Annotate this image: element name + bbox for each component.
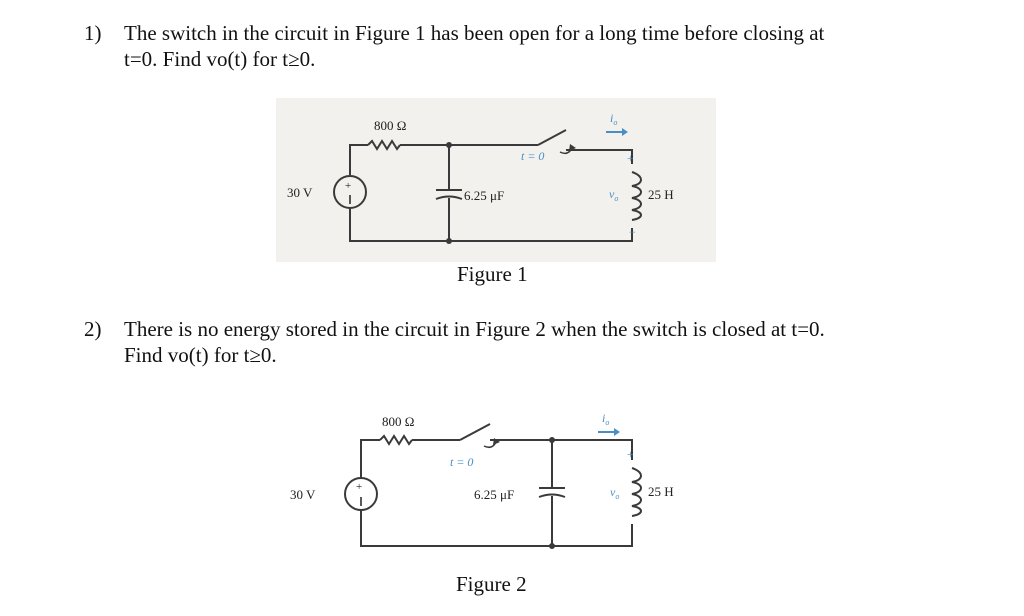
fig1-minus: − xyxy=(629,225,636,239)
svg-text:vo: vo xyxy=(610,485,619,501)
fig1-current-label: i xyxy=(610,111,613,125)
fig1-voltage-sub: o xyxy=(614,194,618,203)
fig1-node-top xyxy=(446,142,452,148)
fig2-plus: + xyxy=(627,447,634,461)
problem-1: 1) The switch in the circuit in Figure 1… xyxy=(84,20,954,80)
fig2-current-sub: o xyxy=(605,418,609,427)
problem-2: 2) There is no energy stored in the circ… xyxy=(84,316,954,376)
fig1-current-sub: o xyxy=(613,118,617,127)
fig2-node-top xyxy=(549,437,555,443)
fig2-wire-left-top xyxy=(360,439,380,478)
problem-2-number: 2) xyxy=(84,317,102,341)
figure-1-caption: Figure 1 xyxy=(457,262,528,286)
fig2-switch-label: t = 0 xyxy=(450,455,473,469)
fig1-voltage-source xyxy=(333,175,367,209)
figure-2-circuit: + 800 Ω 30 V t = 0 6.25 μF 25 H + vo io xyxy=(276,406,716,558)
fig2-source-label: 30 V xyxy=(290,487,316,502)
fig1-wire-top-right xyxy=(566,149,633,164)
fig1-inductor xyxy=(631,171,642,221)
fig1-capacitor-label: 6.25 μF xyxy=(464,188,504,203)
fig2-voltage-sub: o xyxy=(615,492,619,501)
figure-1-svg: + 800 Ω 30 V t = 0 6.25 μF 25 H + − vo i… xyxy=(287,111,674,244)
fig1-switch-blade xyxy=(537,129,567,146)
fig1-wire-left-top xyxy=(349,144,368,175)
fig1-source-plus: + xyxy=(345,180,351,192)
fig2-cap-plate-bottom xyxy=(538,493,566,498)
fig1-wire-bottom xyxy=(349,208,633,242)
svg-text:io: io xyxy=(610,111,617,127)
svg-text:vo: vo xyxy=(609,187,618,203)
figure-1-circuit: + 800 Ω 30 V t = 0 6.25 μF 25 H + − vo i… xyxy=(276,98,716,262)
fig1-plus: + xyxy=(627,151,634,165)
problem-2-line-2: Find vo(t) for t≥0. xyxy=(124,343,277,367)
fig2-wire-top-right xyxy=(490,439,633,460)
fig2-switch-blade xyxy=(459,423,491,441)
fig1-inductor-label: 25 H xyxy=(648,187,674,202)
fig1-source-label: 30 V xyxy=(287,185,313,200)
fig2-inductor-label: 25 H xyxy=(648,484,674,499)
fig2-inductor xyxy=(631,467,642,517)
fig1-node-bottom xyxy=(446,238,452,244)
fig2-voltage-source xyxy=(344,477,378,511)
fig2-current-label: i xyxy=(602,411,605,425)
fig2-node-bottom xyxy=(549,543,555,549)
fig1-cap-plate-bottom xyxy=(435,195,463,200)
problem-1-line-2: t=0. Find vo(t) for t≥0. xyxy=(124,47,316,71)
fig1-voltage-label: v xyxy=(609,187,615,201)
fig2-wire-bottom xyxy=(360,510,633,547)
figure-2-svg: + 800 Ω 30 V t = 0 6.25 μF 25 H + vo io xyxy=(290,411,674,549)
fig1-resistor-label: 800 Ω xyxy=(374,118,406,133)
svg-text:io: io xyxy=(602,411,609,427)
fig2-resistor xyxy=(379,434,413,446)
fig2-source-plus: + xyxy=(356,481,362,493)
fig2-capacitor-label: 6.25 μF xyxy=(474,487,514,502)
fig1-switch-label: t = 0 xyxy=(521,149,544,163)
problem-2-line-1: There is no energy stored in the circuit… xyxy=(124,317,825,341)
fig2-resistor-label: 800 Ω xyxy=(382,414,414,429)
figure-2-caption: Figure 2 xyxy=(456,572,527,596)
fig1-resistor xyxy=(367,139,401,151)
problem-1-number: 1) xyxy=(84,21,102,45)
problem-1-line-1: The switch in the circuit in Figure 1 ha… xyxy=(124,21,825,45)
fig2-voltage-label: v xyxy=(610,485,616,499)
